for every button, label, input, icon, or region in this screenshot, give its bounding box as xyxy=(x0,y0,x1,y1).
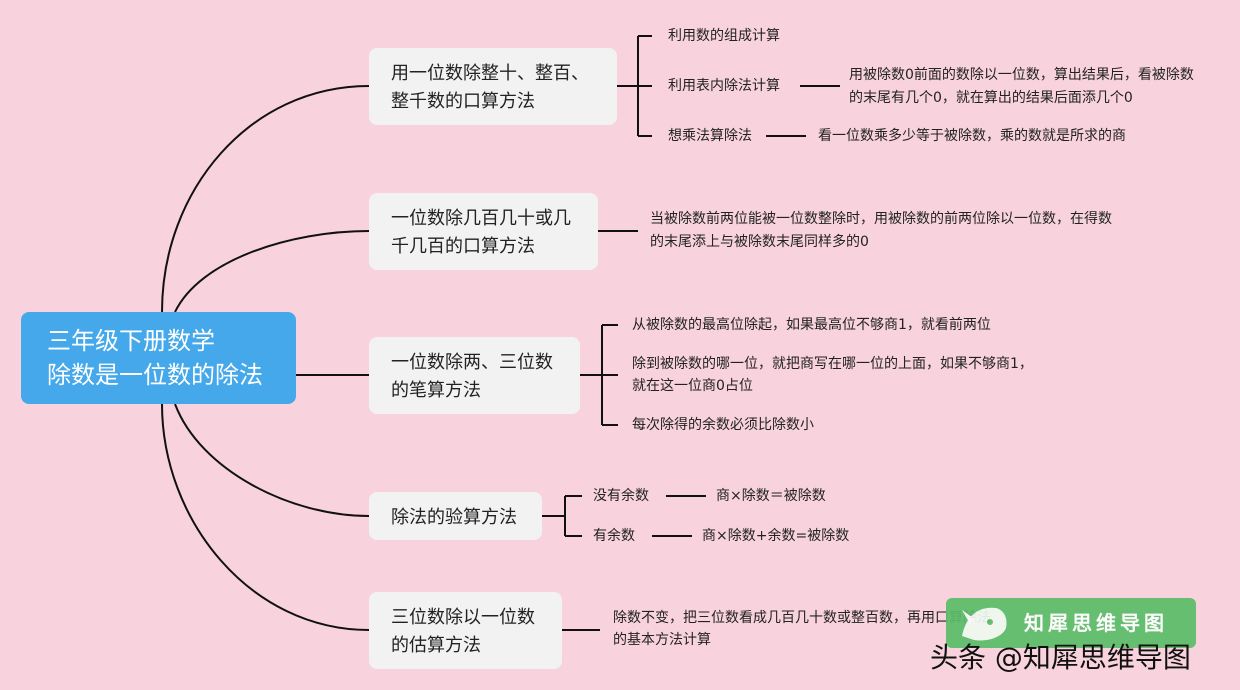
root-title-line2: 除数是一位数的除法 xyxy=(47,361,263,389)
leaf-number-composition[interactable]: 利用数的组成计算 xyxy=(668,28,780,44)
watermark-signature: 头条 @知犀思维导图 xyxy=(930,641,1191,674)
branch-title: 用一位数除整十、整百、 xyxy=(391,63,589,84)
link-root-b3 xyxy=(174,403,370,517)
branch-title: 的估算方法 xyxy=(391,635,481,656)
branch-title: 除法的验算方法 xyxy=(391,507,517,528)
root-topic[interactable]: 三年级下册数学 除数是一位数的除法 xyxy=(21,312,296,404)
rhino-logo-icon xyxy=(962,607,1007,641)
branch-title: 一位数除两、三位数 xyxy=(391,352,553,373)
leaf-quotient-position[interactable]: 除到被除数的哪一位，就把商写在哪一位的上面，如果不够商1， xyxy=(632,356,1033,372)
leaf-quotient-position-cont: 就在这一位商0占位 xyxy=(632,378,753,394)
link-root-b0 xyxy=(161,85,370,313)
branch-title: 整千数的口算方法 xyxy=(391,91,535,112)
branch-verification[interactable]: 除法的验算方法 xyxy=(369,492,542,540)
leaf-with-remainder[interactable]: 有余数 xyxy=(593,528,635,544)
branch-estimation[interactable]: 三位数除以一位数 的估算方法 xyxy=(369,592,562,669)
root-title-line1: 三年级下册数学 xyxy=(47,327,215,355)
leaf-detail: 用被除数0前面的数除以一位数，算出结果后，看被除数 xyxy=(849,67,1194,83)
leaf-highest-digit[interactable]: 从被除数的最高位除起，如果最高位不够商1，就看前两位 xyxy=(632,317,991,333)
branch-title: 一位数除几百几十或几 xyxy=(391,208,571,229)
watermark-badge: 知犀思维导图 xyxy=(946,598,1196,648)
leaf-table-division[interactable]: 利用表内除法计算 xyxy=(668,78,780,94)
leaf-detail: 除数不变，把三位数看成几百几十数或整百数，再用口算除法 xyxy=(613,610,991,626)
leaf-detail: 的末尾添上与被除数末尾同样多的0 xyxy=(650,234,869,250)
branch-oral-whole-tens[interactable]: 用一位数除整十、整百、 整千数的口算方法 xyxy=(369,48,617,125)
branch-title: 的笔算方法 xyxy=(391,380,481,401)
leaf-detail: 商×除数+余数=被除数 xyxy=(702,528,850,544)
link-b3-bracket xyxy=(542,495,582,537)
leaf-remainder-rule[interactable]: 每次除得的余数必须比除数小 xyxy=(632,417,814,433)
branch-title: 三位数除以一位数 xyxy=(391,607,535,628)
leaf-detail: 商×除数＝被除数 xyxy=(716,488,826,504)
link-root-b4 xyxy=(161,403,370,631)
branch-oral-hundreds[interactable]: 一位数除几百几十或几 千几百的口算方法 xyxy=(369,193,598,270)
link-b2-bracket xyxy=(580,324,618,426)
watermark-title: 知犀思维导图 xyxy=(1024,611,1168,635)
leaf-detail: 的末尾有几个0，就在算出的结果后面添几个0 xyxy=(849,90,1133,106)
link-root-b1 xyxy=(174,230,370,313)
branch-title: 千几百的口算方法 xyxy=(391,236,535,257)
branch-written-division[interactable]: 一位数除两、三位数 的笔算方法 xyxy=(369,337,580,414)
leaf-detail: 当被除数前两位能被一位数整除时，用被除数的前两位除以一位数，在得数 xyxy=(650,211,1112,227)
link-b0-bracket xyxy=(616,35,652,137)
leaf-detail: 看一位数乘多少等于被除数，乘的数就是所求的商 xyxy=(818,128,1126,144)
leaf-no-remainder[interactable]: 没有余数 xyxy=(593,488,649,504)
leaf-detail: 的基本方法计算 xyxy=(613,632,711,648)
leaf-multiplication[interactable]: 想乘法算除法 xyxy=(668,128,752,144)
